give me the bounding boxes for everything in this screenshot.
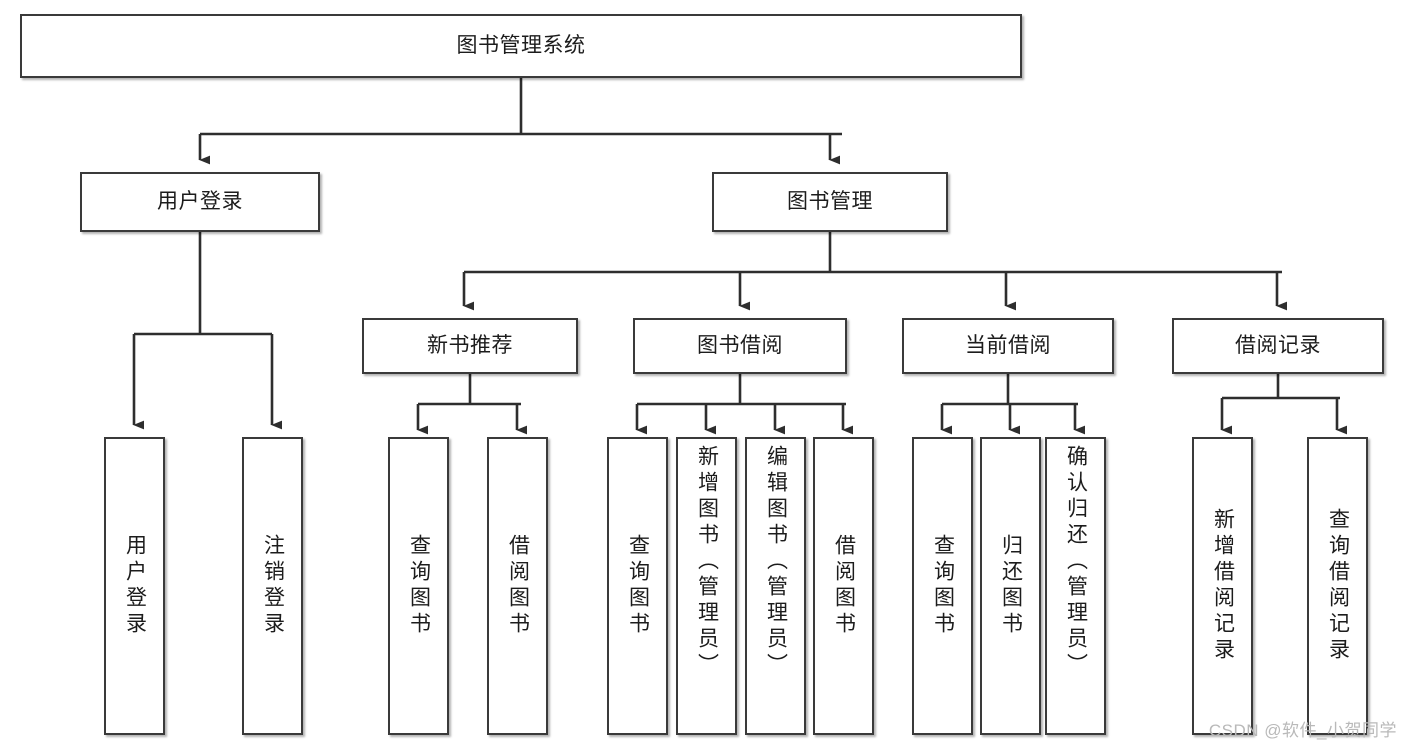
node-leaf-confirm-return[interactable]: 确认归还（管理员）: [1045, 437, 1106, 735]
node-user-login-label: 用户登录: [157, 189, 243, 213]
node-borrow-record-label: 借阅记录: [1235, 333, 1321, 357]
node-leaf-add-record[interactable]: 新增借阅记录: [1192, 437, 1253, 735]
node-leaf-borrow-book-2-label: 借阅图书: [832, 534, 856, 638]
node-leaf-edit-book-label: 编辑图书（管理员）: [764, 445, 788, 679]
node-book-manage[interactable]: 图书管理: [712, 172, 948, 232]
node-user-login[interactable]: 用户登录: [80, 172, 320, 232]
node-book-borrow[interactable]: 图书借阅: [633, 318, 847, 374]
node-leaf-query-book-2[interactable]: 查询图书: [607, 437, 668, 735]
node-new-book-rec[interactable]: 新书推荐: [362, 318, 578, 374]
node-leaf-query-book-1[interactable]: 查询图书: [388, 437, 449, 735]
node-leaf-query-record[interactable]: 查询借阅记录: [1307, 437, 1368, 735]
node-leaf-confirm-return-label: 确认归还（管理员）: [1064, 445, 1088, 679]
node-leaf-borrow-book-1-label: 借阅图书: [506, 534, 530, 638]
node-root[interactable]: 图书管理系统: [20, 14, 1022, 78]
node-leaf-return-book-label: 归还图书: [999, 534, 1023, 638]
node-borrow-record[interactable]: 借阅记录: [1172, 318, 1384, 374]
node-leaf-user-logout-label: 注销登录: [261, 534, 285, 638]
node-leaf-borrow-book-2[interactable]: 借阅图书: [813, 437, 874, 735]
node-root-label: 图书管理系统: [456, 33, 586, 57]
node-leaf-edit-book[interactable]: 编辑图书（管理员）: [745, 437, 806, 735]
node-leaf-add-book-label: 新增图书（管理员）: [695, 445, 719, 679]
node-leaf-return-book[interactable]: 归还图书: [980, 437, 1041, 735]
node-book-borrow-label: 图书借阅: [697, 333, 783, 357]
node-leaf-user-logout[interactable]: 注销登录: [242, 437, 303, 735]
node-leaf-query-book-1-label: 查询图书: [407, 534, 431, 638]
node-leaf-query-record-label: 查询借阅记录: [1326, 508, 1350, 664]
node-leaf-add-record-label: 新增借阅记录: [1211, 508, 1235, 664]
node-new-book-rec-label: 新书推荐: [427, 333, 513, 357]
node-leaf-user-login-label: 用户登录: [123, 534, 147, 638]
node-book-manage-label: 图书管理: [787, 189, 873, 213]
node-leaf-query-book-3-label: 查询图书: [931, 534, 955, 638]
node-leaf-query-book-3[interactable]: 查询图书: [912, 437, 973, 735]
node-leaf-add-book[interactable]: 新增图书（管理员）: [676, 437, 737, 735]
node-current-borrow-label: 当前借阅: [965, 333, 1051, 357]
node-leaf-query-book-2-label: 查询图书: [626, 534, 650, 638]
node-leaf-user-login[interactable]: 用户登录: [104, 437, 165, 735]
node-current-borrow[interactable]: 当前借阅: [902, 318, 1114, 374]
node-leaf-borrow-book-1[interactable]: 借阅图书: [487, 437, 548, 735]
